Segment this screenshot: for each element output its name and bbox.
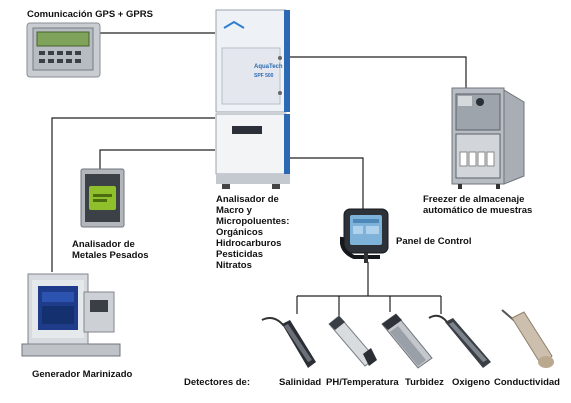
detector-label-ph-temperatura: PH/Temperatura: [326, 377, 399, 388]
gps-label: Comunicación GPS + GPRS: [27, 9, 153, 20]
probe-ph-temperatura: [323, 314, 379, 370]
ph-temperature-probe-icon: [328, 315, 377, 367]
gps-gprs-icon: [26, 22, 101, 78]
control-panel-device: [339, 207, 390, 265]
oxygen-probe-icon: [428, 314, 491, 368]
analyzer-macro-label: Analisador de Macro y Micropoluentes: Or…: [216, 194, 290, 271]
generator-icon: [21, 273, 121, 357]
control-panel-label: Panel de Control: [396, 236, 472, 247]
gps-gprs-unit: [26, 22, 101, 78]
cabinet-brand: AquaTech: [254, 64, 283, 70]
detector-label-conductividad: Conductividad: [494, 377, 560, 388]
sample-freezer: [448, 86, 528, 190]
detectors-title: Detectores de:: [184, 377, 250, 388]
generator-label: Generador Marinizado: [32, 369, 133, 380]
freezer-label: Freezer de almacenaje automático de mues…: [423, 194, 533, 216]
heavy-metals-analyzer: [80, 168, 125, 228]
wire-cabinet-panel: [290, 157, 364, 210]
marine-generator: [18, 270, 124, 360]
heavy-metals-icon: [80, 168, 125, 228]
conductivity-probe-icon: [501, 309, 554, 368]
freezer-icon: [451, 87, 525, 189]
analyzer-cabinet-icon: [215, 9, 290, 189]
heavy-metals-label: Analisador de Metales Pesados: [72, 239, 149, 261]
turbidity-probe-icon: [381, 313, 433, 369]
probe-conductividad: [494, 304, 556, 372]
probe-salinidad: [258, 314, 320, 370]
wire-cabinet-metals: [99, 149, 215, 170]
control-panel-icon: [339, 208, 389, 263]
probe-turbidez: [376, 310, 436, 372]
detector-label-salinidad: Salinidad: [279, 377, 322, 388]
analyzer-cabinet: AquaTech SPF 500: [214, 8, 292, 190]
cabinet-model: SPF 500: [254, 73, 274, 79]
detector-label-turbidez: Turbidez: [405, 377, 444, 388]
salinity-probe-icon: [261, 317, 316, 368]
wire-cabinet-freezer: [290, 56, 467, 88]
detector-label-oxigeno: Oxigeno: [452, 377, 491, 388]
probe-oxigeno: [425, 312, 495, 372]
wire-cabinet-generator: [51, 117, 215, 272]
